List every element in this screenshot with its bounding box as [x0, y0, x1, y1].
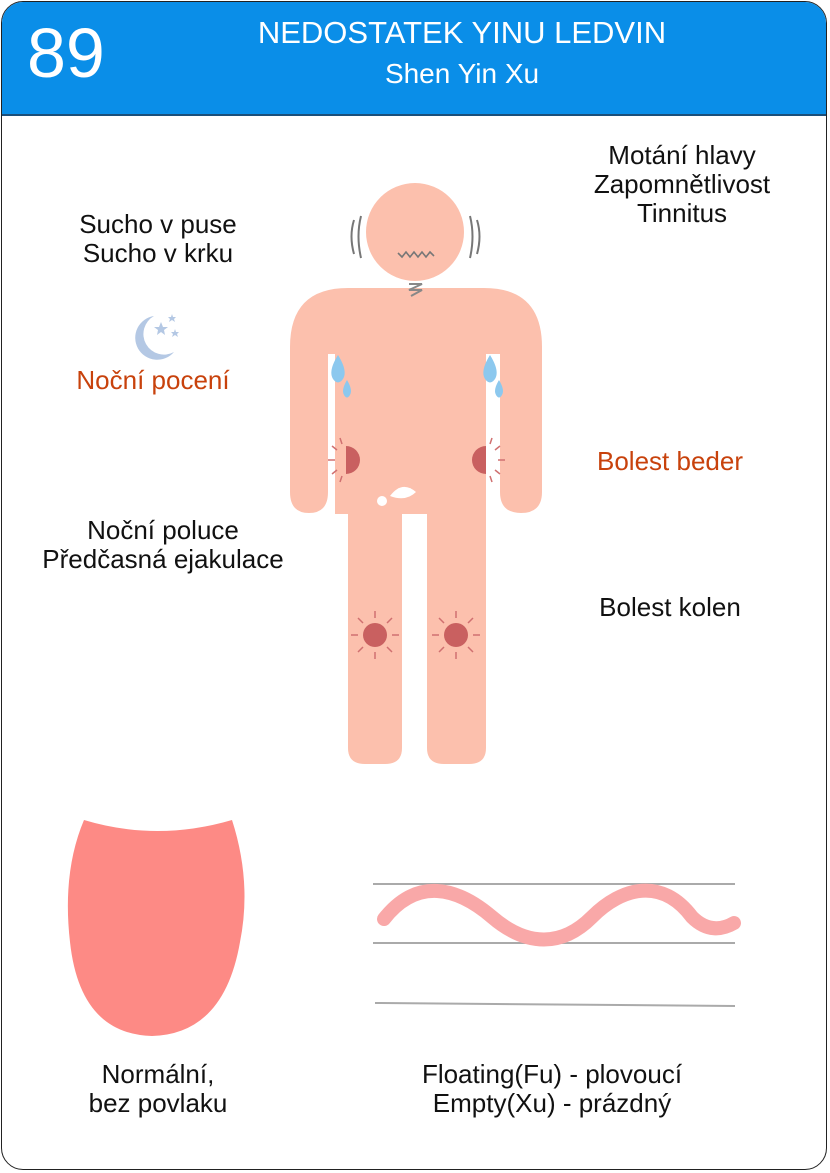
tongue-illustration: [67, 820, 245, 1036]
knee-pain-markers: [351, 611, 480, 659]
dryness-label: Sucho v puse Sucho v krku: [48, 210, 268, 268]
card-number: 89: [27, 14, 105, 92]
symptom-dizziness: Motání hlavy: [608, 140, 756, 170]
moon-stars-icon: [135, 314, 179, 360]
tongue-label: Normální, bez povlaku: [48, 1060, 268, 1118]
symptom-dry-mouth: Sucho v puse: [79, 209, 237, 239]
pulse-wave: [377, 883, 741, 947]
symptom-premature-ejaculation: Předčasná ejakulace: [42, 544, 284, 574]
card-header: 89 NEDOSTATEK YINU LEDVIN Shen Yin Xu: [2, 2, 826, 116]
pulse-line-1: Floating(Fu) - plovoucí: [421, 1059, 683, 1089]
tongue-line-2: bez povlaku: [88, 1088, 228, 1118]
sweat-drops: [331, 355, 503, 398]
card-subtitle: Shen Yin Xu: [384, 58, 540, 89]
pulse-line-2: Empty(Xu) - prázdný: [432, 1088, 672, 1118]
symptom-dry-throat: Sucho v krku: [82, 238, 234, 268]
pulse-diagram: [373, 883, 741, 1007]
night-sweat-label: Noční pocení: [76, 365, 230, 395]
lumbar-pain-markers: [328, 437, 505, 483]
symptom-forgetfulness: Zapomnětlivost: [593, 169, 771, 199]
human-figure: [290, 183, 542, 764]
lumbar-pain-label: Bolest beder: [597, 446, 743, 476]
pulse-label: Floating(Fu) - plovoucí Empty(Xu) - práz…: [392, 1060, 712, 1118]
knee-pain-label: Bolest kolen: [599, 592, 741, 622]
dizziness-marks: [350, 215, 481, 297]
symptom-tinnitus: Tinnitus: [636, 198, 728, 228]
emission-mark: [377, 486, 416, 506]
head-symptoms-label: Motání hlavy Zapomnětlivost Tinnitus: [562, 141, 802, 228]
emission-label: Noční poluce Předčasná ejakulace: [18, 516, 308, 574]
symptom-nocturnal-emission: Noční poluce: [87, 515, 239, 545]
tongue-line-1: Normální,: [101, 1059, 215, 1089]
card-title: NEDOSTATEK YINU LEDVIN: [257, 15, 667, 50]
